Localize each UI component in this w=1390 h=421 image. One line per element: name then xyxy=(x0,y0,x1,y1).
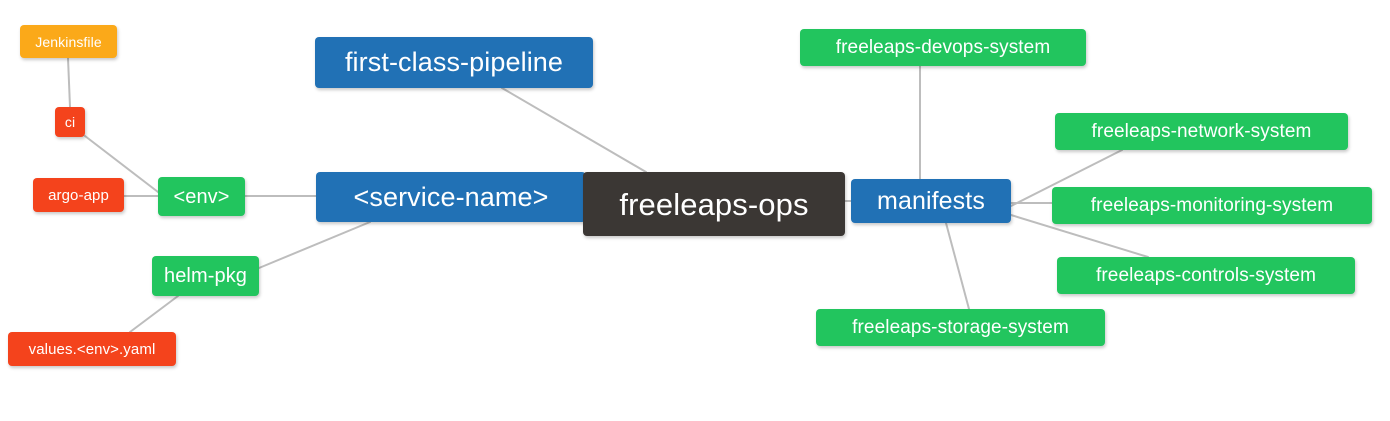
node-storage-system[interactable]: freeleaps-storage-system xyxy=(816,309,1105,346)
node-manifests[interactable]: manifests xyxy=(851,179,1011,223)
node-ci[interactable]: ci xyxy=(55,107,85,137)
node-controls-system[interactable]: freeleaps-controls-system xyxy=(1057,257,1355,294)
node-values-env-yaml[interactable]: values.<env>.yaml xyxy=(8,332,176,366)
node-service-name[interactable]: <service-name> xyxy=(316,172,586,222)
node-argo-app[interactable]: argo-app xyxy=(33,178,124,212)
node-first-class-pipeline[interactable]: first-class-pipeline xyxy=(315,37,593,88)
node-monitoring-system[interactable]: freeleaps-monitoring-system xyxy=(1052,187,1372,224)
node-env[interactable]: <env> xyxy=(158,177,245,216)
node-freeleaps-ops[interactable]: freeleaps-ops xyxy=(583,172,845,236)
node-jenkinsfile[interactable]: Jenkinsfile xyxy=(20,25,117,58)
edge-jenkinsfile-to-ci xyxy=(67,57,71,108)
edge-helm-pkg-to-service-name xyxy=(258,221,371,269)
edge-values-env-yaml-to-helm-pkg xyxy=(129,295,179,333)
node-helm-pkg[interactable]: helm-pkg xyxy=(152,256,259,296)
node-network-system[interactable]: freeleaps-network-system xyxy=(1055,113,1348,150)
edge-manifests-to-storage-system xyxy=(945,222,970,310)
edge-first-class-pipeline-to-freeleaps-ops xyxy=(501,87,647,173)
node-devops-system[interactable]: freeleaps-devops-system xyxy=(800,29,1086,66)
